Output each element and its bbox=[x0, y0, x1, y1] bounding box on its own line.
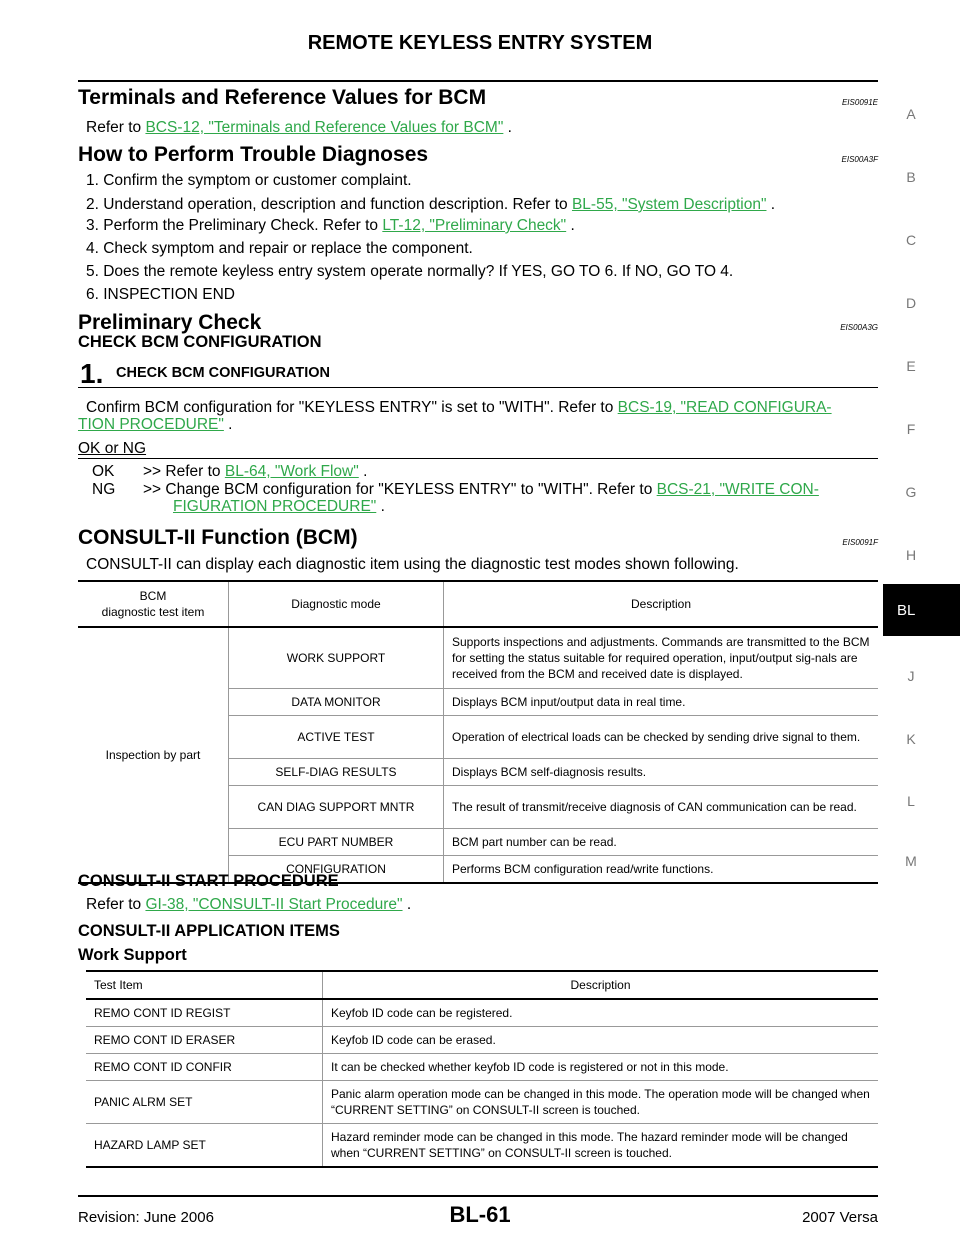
ng-label: NG bbox=[92, 481, 116, 498]
application-items-title: CONSULT-II APPLICATION ITEMS bbox=[78, 922, 340, 940]
link-bl-64[interactable]: BL-64, "Work Flow" bbox=[224, 463, 359, 480]
side-nav-k[interactable]: K bbox=[906, 731, 916, 747]
preliminary-subtitle: CHECK BCM CONFIGURATION bbox=[78, 333, 322, 351]
side-nav-f[interactable]: F bbox=[906, 421, 916, 437]
ng-text-line1: >> Change BCM configuration for "KEYLESS… bbox=[143, 481, 819, 498]
side-nav-m[interactable]: M bbox=[905, 853, 917, 869]
section-code-trouble: EIS00A3F bbox=[841, 155, 878, 164]
trouble-step-1: 1. Confirm the symptom or customer compl… bbox=[86, 172, 412, 189]
side-nav-a[interactable]: A bbox=[906, 106, 916, 122]
trouble-step-4: 4. Check symptom and repair or replace t… bbox=[86, 240, 473, 257]
side-nav-bl-active[interactable]: BL bbox=[883, 584, 960, 636]
footer-model: 2007 Versa bbox=[802, 1209, 878, 1226]
table-cell: BCM part number can be read. bbox=[443, 828, 878, 856]
bcm-diagnostic-table: BCM diagnostic test item Diagnostic mode… bbox=[78, 580, 878, 884]
side-nav-d[interactable]: D bbox=[905, 295, 917, 311]
ok-ng-label: OK or NG bbox=[78, 440, 147, 457]
terminals-refer-text: Refer to BCS-12, "Terminals and Referenc… bbox=[86, 119, 512, 136]
table-cell: REMO CONT ID REGIST bbox=[86, 999, 323, 1027]
table-cell: Panic alarm operation mode can be change… bbox=[322, 1080, 878, 1124]
footer-divider bbox=[78, 1195, 878, 1197]
link-bcs-19-cont[interactable]: TION PROCEDURE" bbox=[78, 416, 224, 433]
section-title-consult: CONSULT-II Function (BCM) bbox=[78, 526, 358, 549]
link-bcs-19[interactable]: BCS-19, "READ CONFIGURA- bbox=[617, 399, 832, 416]
table-cell: CONFIGURATION bbox=[228, 855, 444, 884]
link-bl-55[interactable]: BL-55, "System Description" bbox=[571, 196, 767, 213]
footer-revision: Revision: June 2006 bbox=[78, 1209, 214, 1226]
table-header: Diagnostic mode bbox=[228, 580, 444, 628]
table-cell: CAN DIAG SUPPORT MNTR bbox=[228, 785, 444, 829]
footer-page-number: BL-61 bbox=[449, 1202, 511, 1227]
header-divider bbox=[78, 80, 878, 82]
table-cell: WORK SUPPORT bbox=[228, 627, 444, 689]
consult-intro: CONSULT-II can display each diagnostic i… bbox=[86, 556, 739, 573]
trouble-step-2: 2. Understand operation, description and… bbox=[86, 196, 776, 213]
start-procedure-title: CONSULT-II START PROCEDURE bbox=[78, 872, 339, 890]
work-support-title: Work Support bbox=[78, 946, 187, 964]
side-nav-e[interactable]: E bbox=[906, 358, 916, 374]
table-cell: Displays BCM input/output data in real t… bbox=[443, 688, 878, 716]
side-nav-j[interactable]: J bbox=[907, 668, 915, 684]
table-cell: Operation of electrical loads can be che… bbox=[443, 715, 878, 759]
section-title-terminals: Terminals and Reference Values for BCM bbox=[78, 86, 487, 109]
work-support-table: Test Item Description REMO CONT ID REGIS… bbox=[86, 970, 878, 1168]
table-cell: REMO CONT ID ERASER bbox=[86, 1026, 323, 1054]
page-header-title: REMOTE KEYLESS ENTRY SYSTEM bbox=[307, 32, 653, 54]
side-nav-h[interactable]: H bbox=[905, 547, 917, 563]
table-cell: Displays BCM self-diagnosis results. bbox=[443, 758, 878, 786]
table-cell: Supports inspections and adjustments. Co… bbox=[443, 627, 878, 689]
trouble-step-5: 5. Does the remote keyless entry system … bbox=[86, 263, 734, 280]
table-cell: Keyfob ID code can be registered. bbox=[322, 999, 878, 1027]
step-number: 1. bbox=[80, 358, 104, 389]
section-code-preliminary: EIS00A3G bbox=[840, 323, 878, 332]
trouble-step-6: 6. INSPECTION END bbox=[86, 286, 235, 303]
table-cell: HAZARD LAMP SET bbox=[86, 1123, 323, 1168]
section-title-preliminary: Preliminary Check bbox=[78, 311, 262, 334]
ok-ng-divider bbox=[78, 458, 878, 459]
table-cell: It can be checked whether keyfob ID code… bbox=[322, 1053, 878, 1081]
table-cell: Performs BCM configuration read/write fu… bbox=[443, 855, 878, 884]
link-bcs-21[interactable]: BCS-21, "WRITE CON- bbox=[656, 481, 819, 498]
table-cell: Keyfob ID code can be erased. bbox=[322, 1026, 878, 1054]
side-nav-g[interactable]: G bbox=[905, 484, 917, 500]
table-cell: SELF-DIAG RESULTS bbox=[228, 758, 444, 786]
table-group-cell: Inspection by part bbox=[78, 627, 229, 884]
ok-text: >> Refer to BL-64, "Work Flow" . bbox=[143, 463, 368, 480]
start-procedure-refer: Refer to GI-38, "CONSULT-II Start Proced… bbox=[86, 896, 412, 913]
table-cell: ACTIVE TEST bbox=[228, 715, 444, 759]
trouble-step-3: 3. Perform the Preliminary Check. Refer … bbox=[86, 217, 575, 234]
confirm-text-line2: TION PROCEDURE" . bbox=[78, 416, 233, 433]
table-header: BCM diagnostic test item bbox=[78, 580, 229, 628]
step-title: CHECK BCM CONFIGURATION bbox=[116, 365, 330, 381]
side-nav-c[interactable]: C bbox=[905, 232, 917, 248]
table-header: Test Item bbox=[86, 970, 323, 1000]
link-bcs-12[interactable]: BCS-12, "Terminals and Reference Values … bbox=[145, 119, 504, 136]
section-code-consult: EIS0091F bbox=[842, 538, 878, 547]
table-header: Description bbox=[443, 580, 878, 628]
table-cell: Hazard reminder mode can be changed in t… bbox=[322, 1123, 878, 1168]
link-gi-38[interactable]: GI-38, "CONSULT-II Start Procedure" bbox=[145, 896, 403, 913]
link-bcs-21-cont[interactable]: FIGURATION PROCEDURE" bbox=[173, 498, 377, 515]
side-nav-b[interactable]: B bbox=[906, 169, 916, 185]
side-nav-l[interactable]: L bbox=[907, 793, 915, 809]
table-cell: REMO CONT ID CONFIR bbox=[86, 1053, 323, 1081]
table-cell: The result of transmit/receive diagnosis… bbox=[443, 785, 878, 829]
table-cell: DATA MONITOR bbox=[228, 688, 444, 716]
confirm-text-line1: Confirm BCM configuration for "KEYLESS E… bbox=[86, 399, 832, 416]
section-code-terminals: EIS0091E bbox=[841, 98, 878, 107]
link-lt-12[interactable]: LT-12, "Preliminary Check" bbox=[382, 217, 567, 234]
step-divider bbox=[78, 387, 878, 388]
ng-text-line2: FIGURATION PROCEDURE" . bbox=[173, 498, 385, 515]
table-cell: PANIC ALRM SET bbox=[86, 1080, 323, 1124]
section-title-trouble: How to Perform Trouble Diagnoses bbox=[78, 143, 429, 166]
table-cell: ECU PART NUMBER bbox=[228, 828, 444, 856]
ok-label: OK bbox=[92, 463, 115, 480]
table-header: Description bbox=[322, 970, 878, 1000]
